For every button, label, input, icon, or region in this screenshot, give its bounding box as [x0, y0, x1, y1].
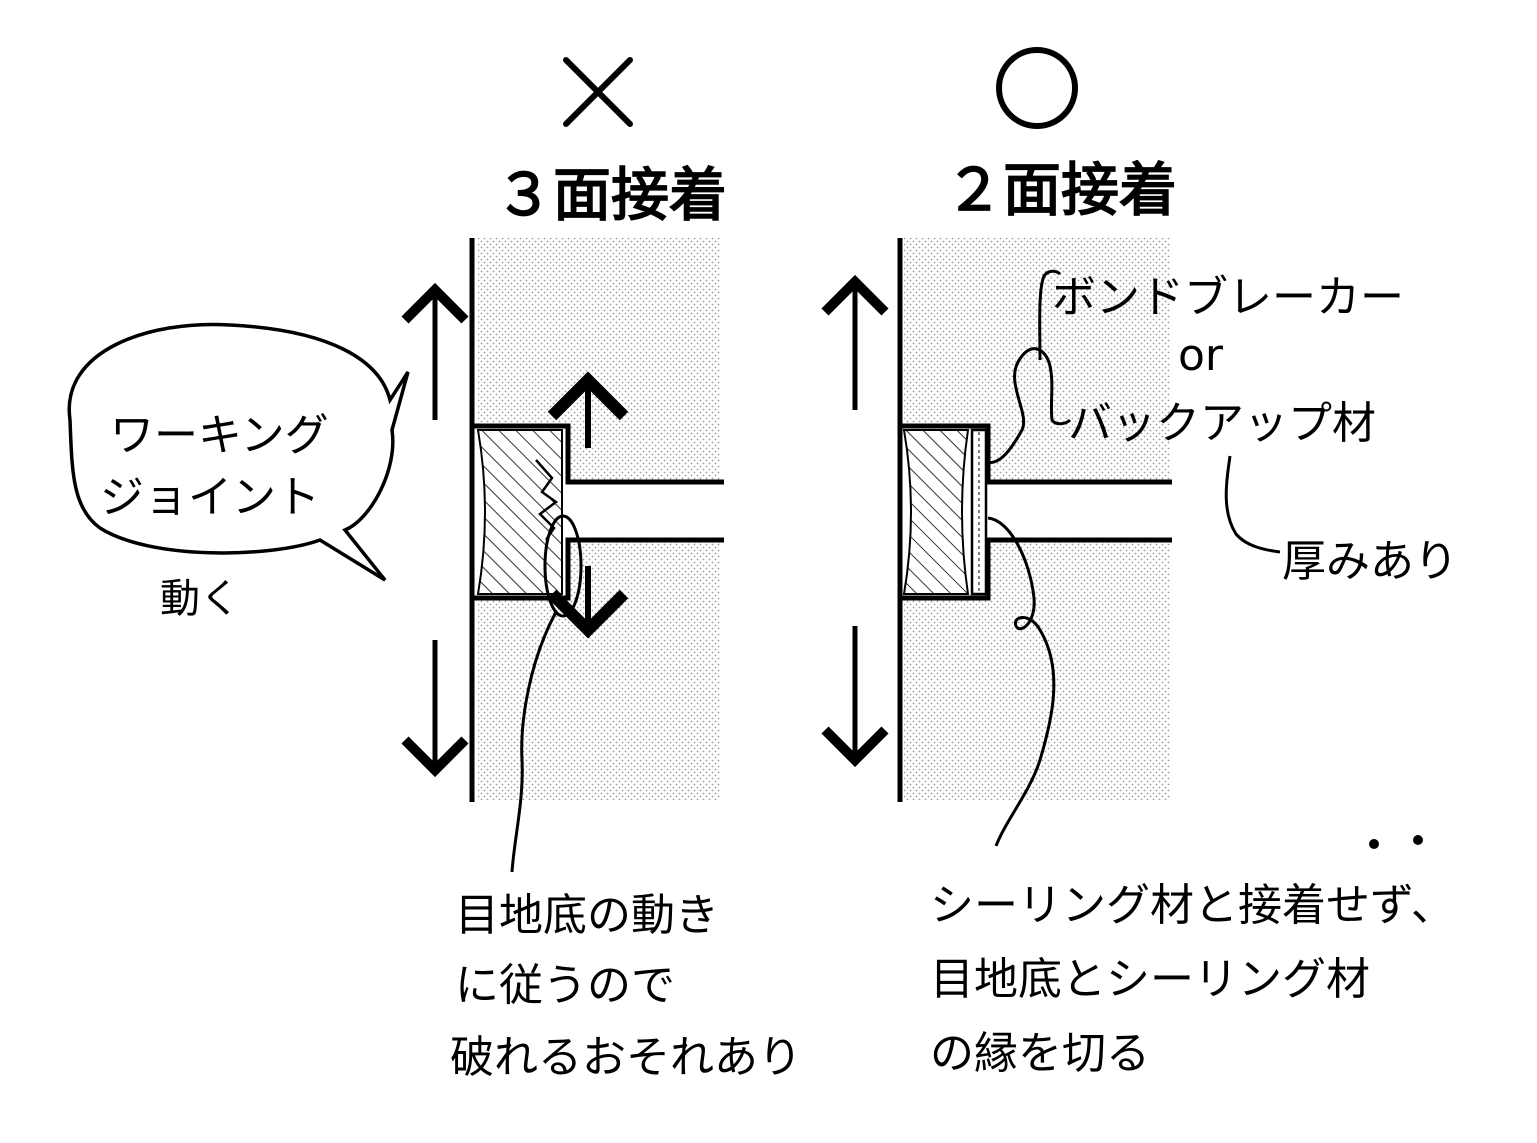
cross-mark-icon	[563, 57, 633, 127]
left-highlight-circle	[543, 514, 583, 618]
right-title: ２面接着	[945, 156, 1177, 224]
left-lower-substrate	[478, 540, 720, 800]
right-label-note: 厚みあり	[1282, 536, 1458, 587]
note-leader	[1224, 455, 1281, 554]
right-lower-substrate	[904, 540, 1170, 800]
left-caption-line-1: 目地底の動き	[455, 890, 719, 941]
right-sealant	[902, 429, 970, 595]
right-joint-outline-top	[900, 423, 1172, 485]
right-label-leader	[985, 269, 1072, 465]
circle-mark-icon	[996, 47, 1078, 129]
emphasis-dot-2	[1413, 835, 1423, 845]
left-sealant-tear	[535, 459, 559, 541]
emphasis-dot-1	[1369, 839, 1379, 849]
right-caption-line-3: の縁を切る	[930, 1028, 1150, 1079]
right-joint-outline-bottom	[900, 537, 1172, 601]
right-caption-line-2: 目地底とシーリング材	[930, 954, 1370, 1005]
left-joint-outline-top	[472, 423, 724, 485]
right-label-line-2: or	[1178, 330, 1224, 381]
right-label-line-1: ボンドブレーカー	[1052, 272, 1404, 323]
right-panel: ○ ２面接着 ボンドブレーカー or バックアップ材 厚みあり	[821, 47, 1458, 1079]
right-label-line-3: バックアップ材	[1068, 398, 1376, 449]
bubble-line-2: ジョイント	[100, 472, 320, 523]
right-caption-leader	[987, 516, 1056, 847]
left-caption-line-2: に従うので	[455, 960, 675, 1011]
left-caption-line-3: 破れるおそれあり	[450, 1032, 802, 1083]
bubble-note: 動く	[160, 576, 240, 622]
right-upper-substrate	[904, 238, 1170, 482]
left-title: ３面接着	[495, 161, 727, 229]
speech-bubble	[67, 322, 410, 582]
right-caption-line-1: シーリング材と接着せず、	[930, 880, 1455, 931]
left-sealant	[476, 429, 563, 595]
bubble-line-1: ワーキング	[110, 410, 329, 461]
left-upper-substrate	[478, 238, 720, 482]
left-leader-line	[510, 611, 558, 873]
left-joint-outline-bottom	[472, 537, 724, 601]
left-panel: × ３面接着 ワーキング ジョイント 動く 目地底の動き に従うの	[67, 57, 802, 1083]
